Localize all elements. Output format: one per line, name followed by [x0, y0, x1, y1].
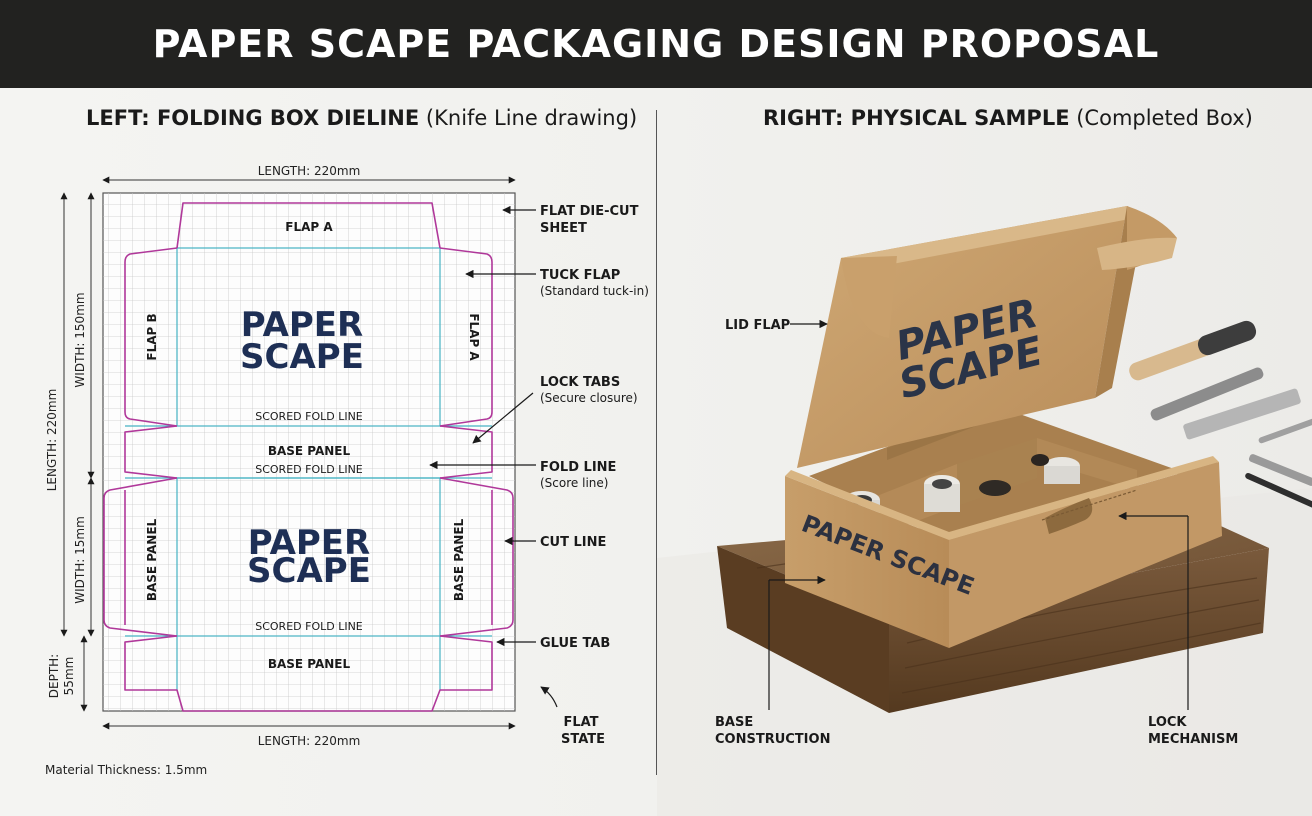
ann-flat-die-cut-2: SHEET: [540, 221, 587, 236]
left-section-heading: LEFT: FOLDING BOX DIELINE (Knife Line dr…: [86, 106, 637, 130]
dim-width-150: WIDTH: 150mm: [73, 292, 87, 387]
dim-width-15: WIDTH: 15mm: [73, 516, 87, 604]
ann-flat-state-1: FLAT: [563, 715, 598, 730]
dim-depth-line2: 55mm: [62, 657, 76, 696]
panel-flap-a-top: FLAP A: [285, 220, 333, 234]
ann-tuck-flap: TUCK FLAP: [540, 268, 620, 283]
left-heading-bold: LEFT: FOLDING BOX DIELINE: [86, 106, 420, 130]
ann-glue-tab: GLUE TAB: [540, 636, 610, 651]
panel-base-left: BASE PANEL: [145, 518, 159, 601]
ann-base-construction-2: CONSTRUCTION: [715, 732, 830, 747]
ann-fold-line: FOLD LINE: [540, 460, 616, 475]
ann-lock-tabs: LOCK TABS: [540, 375, 620, 390]
panel-base-middle: BASE PANEL: [268, 444, 351, 458]
right-section-heading: RIGHT: PHYSICAL SAMPLE (Completed Box): [763, 106, 1253, 130]
kraft-box: [785, 406, 1222, 648]
ann-base-construction-1: BASE: [715, 715, 753, 730]
ann-flat-state-2: STATE: [561, 732, 605, 747]
dim-depth-line1: DEPTH:: [47, 654, 61, 698]
ann-lock-mechanism-1: LOCK: [1148, 715, 1187, 730]
left-heading-sub: (Knife Line drawing): [425, 106, 638, 130]
cut-lines: [103, 202, 514, 712]
ann-cut-line: CUT LINE: [540, 535, 606, 550]
panel-flap-a-right: FLAP A: [467, 313, 481, 361]
fold-lines: [125, 247, 492, 690]
right-heading-bold: RIGHT: PHYSICAL SAMPLE: [763, 106, 1070, 130]
dieline-brand-line2-top: SCAPE: [240, 337, 364, 377]
panel-base-right: BASE PANEL: [452, 518, 466, 601]
ann-flat-die-cut-1: FLAT DIE-CUT: [540, 204, 639, 219]
lid-flap-shape: [797, 206, 1177, 468]
scored-fold-label-1: SCORED FOLD LINE: [255, 410, 363, 423]
ann-lid-flap: LID FLAP: [725, 318, 790, 333]
dim-length-top: LENGTH: 220mm: [258, 164, 361, 178]
page-title: PAPER SCAPE PACKAGING DESIGN PROPOSAL: [152, 22, 1160, 66]
scored-fold-label-3: SCORED FOLD LINE: [255, 620, 363, 633]
sample-annotation-arrows: [768, 319, 1189, 710]
dimension-lines: [60, 176, 516, 730]
ann-fold-line-sub: (Score line): [540, 476, 608, 490]
panel-base-bottom: BASE PANEL: [268, 657, 351, 671]
dieline-brand-line1-bottom: PAPER: [248, 523, 370, 563]
right-heading-sub: (Completed Box): [1076, 106, 1253, 130]
material-thickness: Material Thickness: 1.5mm: [45, 763, 207, 777]
physical-sample-illustration: PAPER SCAPE PAPER SCAPE LID FLAP BASE CO…: [657, 206, 1312, 816]
panel-flap-b: FLAP B: [145, 313, 159, 360]
ann-tuck-flap-sub: (Standard tuck-in): [540, 284, 649, 298]
title-bar: PAPER SCAPE PACKAGING DESIGN PROPOSAL: [0, 0, 1312, 88]
craft-tools: [1129, 320, 1312, 510]
annotation-arrows: [429, 205, 558, 708]
dim-length-side: LENGTH: 220mm: [45, 389, 59, 492]
ann-lock-tabs-sub: (Secure closure): [540, 391, 638, 405]
dim-length-bottom: LENGTH: 220mm: [258, 734, 361, 748]
dieline-brand-line2-bottom: SCAPE: [247, 551, 371, 591]
dieline-drawing: FLAP A FLAP B FLAP A PAPER SCAPE SCORED …: [45, 164, 649, 777]
dieline-brand-line1-top: PAPER: [241, 305, 363, 345]
section-divider: [656, 110, 657, 775]
ann-lock-mechanism-2: MECHANISM: [1148, 732, 1238, 747]
scored-fold-label-2: SCORED FOLD LINE: [255, 463, 363, 476]
